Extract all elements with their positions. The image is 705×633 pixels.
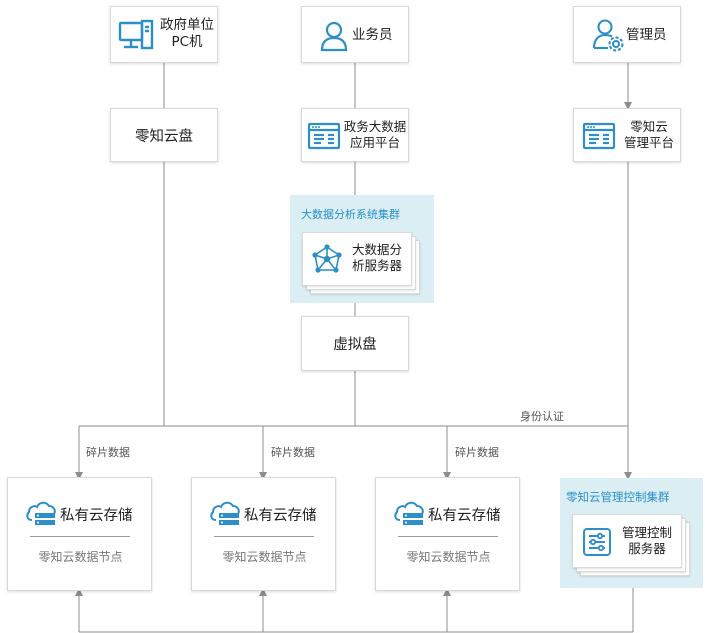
zero-disk-node: 零知云盘: [110, 108, 218, 162]
app-window-icon: [307, 122, 341, 150]
gov-pc-label: 政府单位 PC机: [160, 17, 214, 50]
gov-pc-node: 政府单位 PC机: [110, 6, 218, 63]
storage-subtitle-1: 零知云数据节点: [38, 550, 123, 564]
desktop-computer-icon: [118, 19, 154, 50]
storage-title-2: 私有云存储: [244, 508, 317, 524]
auth-label: 身份认证: [518, 408, 566, 424]
admin-node: 管理员: [573, 6, 681, 63]
cloud-storage-icon: [394, 501, 424, 525]
gov-app-node: 政务大数据 应用平台: [301, 108, 409, 162]
analysis-server-card: 大数据分 析服务器: [302, 232, 412, 286]
divider: [398, 536, 498, 537]
storage-node-1: 私有云存储 零知云数据节点: [7, 477, 152, 591]
clerk-label: 业务员: [352, 27, 393, 43]
analysis-server-stack: 大数据分 析服务器: [302, 232, 420, 294]
storage-node-3: 私有云存储 零知云数据节点: [375, 477, 520, 591]
gov-app-label: 政务大数据 应用平台: [343, 119, 407, 150]
storage-subtitle-2: 零知云数据节点: [222, 550, 307, 564]
control-server-card: 管理控制 服务器: [572, 514, 682, 568]
mgmt-platform-node: 零知云 管理平台: [573, 108, 681, 162]
network-hub-icon: [312, 244, 342, 273]
cloud-storage-icon: [210, 501, 240, 525]
user-gear-icon: [592, 19, 624, 52]
storage-title-1: 私有云存储: [60, 508, 133, 524]
mgmt-platform-label: 零知云 管理平台: [623, 119, 674, 150]
cloud-storage-icon: [26, 501, 56, 525]
control-cluster-label: 零知云管理控制集群: [566, 490, 670, 504]
shard-label-2: 碎片数据: [269, 444, 317, 460]
control-server-stack: 管理控制 服务器: [572, 514, 690, 576]
shard-label-3: 碎片数据: [453, 444, 501, 460]
admin-label: 管理员: [626, 27, 667, 43]
app-window-icon: [582, 122, 616, 150]
analysis-cluster-label: 大数据分析系统集群: [301, 208, 400, 221]
virtual-disk-label: 虚拟盘: [333, 337, 377, 353]
control-cluster: 零知云管理控制集群 管理控: [560, 478, 703, 588]
clerk-node: 业务员: [301, 6, 409, 63]
shard-label-1: 碎片数据: [84, 444, 132, 460]
user-icon: [320, 21, 348, 52]
sliders-icon: [583, 528, 611, 556]
control-server-label: 管理控制 服务器: [621, 525, 672, 556]
zero-disk-label: 零知云盘: [135, 128, 193, 145]
storage-subtitle-3: 零知云数据节点: [406, 550, 491, 564]
storage-node-2: 私有云存储 零知云数据节点: [191, 477, 336, 591]
analysis-cluster: 大数据分析系统集群: [290, 195, 434, 303]
analysis-server-label: 大数据分 析服务器: [351, 242, 402, 273]
divider: [30, 536, 130, 537]
virtual-disk-node: 虚拟盘: [301, 316, 409, 371]
divider: [214, 536, 314, 537]
storage-title-3: 私有云存储: [428, 508, 501, 524]
